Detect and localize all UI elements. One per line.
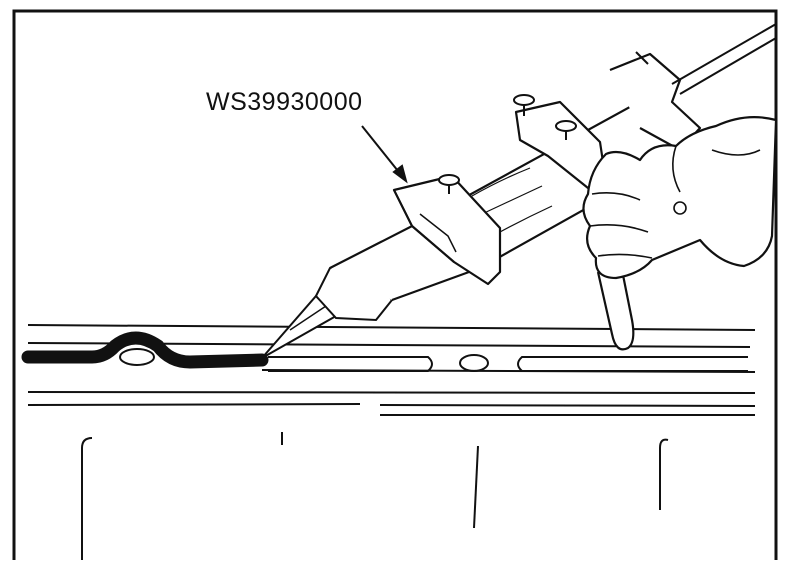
tube-texture	[471, 167, 553, 233]
trigger-lever	[596, 269, 635, 351]
rear-clamp-screw-b	[555, 120, 577, 132]
operator-hand	[582, 115, 778, 280]
hand-finger-lines	[589, 145, 761, 259]
plunger-rod	[671, 23, 777, 95]
special-tool-label: WS39930000	[206, 88, 363, 116]
callout-arrow	[361, 125, 408, 184]
sealant-bead	[21, 331, 269, 369]
rear-clamp-screw-a	[513, 94, 535, 106]
front-clamp-screw	[438, 174, 460, 186]
